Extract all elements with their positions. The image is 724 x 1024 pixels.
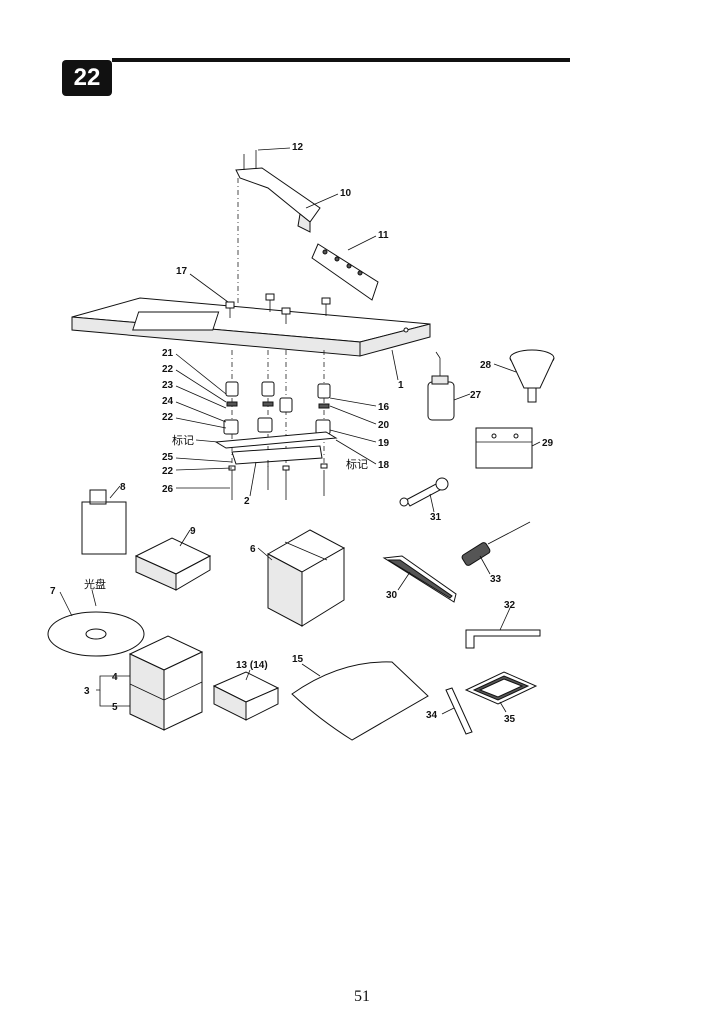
- callout-27: 27: [470, 390, 482, 401]
- callout-labels: 12 10 11 17 1 21 22 23 24 22 标记 25 22 26…: [50, 142, 554, 725]
- callout-9: 9: [190, 526, 196, 537]
- callout-23: 23: [162, 380, 174, 391]
- hex-key: [465, 629, 541, 649]
- accessory-bag: [475, 427, 533, 469]
- large-box: [266, 529, 346, 627]
- leader-lines: [59, 147, 541, 715]
- callout-17: 17: [176, 266, 188, 277]
- callout-10: 10: [340, 188, 352, 199]
- hinge-assembly: [214, 350, 338, 500]
- callout-25: 25: [162, 452, 174, 463]
- callout-4: 4: [112, 672, 118, 683]
- callout-3: 3: [84, 686, 90, 697]
- callout-18: 18: [378, 460, 390, 471]
- section-number-badge: 22: [62, 60, 112, 96]
- vinyl-sheet: [291, 661, 429, 741]
- callout-22b: 22: [162, 412, 174, 423]
- callout-7: 7: [50, 586, 56, 597]
- callout-26: 26: [162, 484, 174, 495]
- callout-22a: 22: [162, 364, 174, 375]
- callout-28: 28: [480, 360, 492, 371]
- callout-24: 24: [162, 396, 174, 407]
- table-bolts: [225, 293, 331, 324]
- callout-30: 30: [386, 590, 398, 601]
- cd-disc: [47, 611, 145, 657]
- callout-16: 16: [378, 402, 390, 413]
- oil-can: [81, 489, 127, 555]
- flat-box: [212, 671, 280, 721]
- callout-2: 2: [244, 496, 250, 507]
- callout-5: 5: [112, 702, 118, 713]
- disc-label: 光盘: [84, 577, 106, 591]
- mark-label-left: 标记: [172, 433, 194, 447]
- callout-15: 15: [292, 654, 304, 665]
- callout-35: 35: [504, 714, 516, 725]
- callout-32: 32: [504, 600, 516, 611]
- screwdriver: [461, 521, 531, 566]
- callout-22c: 22: [162, 466, 174, 477]
- callout-21: 21: [162, 348, 174, 359]
- callout-33: 33: [490, 574, 502, 585]
- callout-29: 29: [542, 438, 554, 449]
- callout-31: 31: [430, 512, 442, 523]
- callout-13-14: 13 (14): [236, 660, 268, 671]
- callout-34: 34: [426, 710, 438, 721]
- header-rule: [112, 58, 570, 62]
- callout-6: 6: [250, 544, 256, 555]
- cleaning-stick: [445, 687, 473, 735]
- frame-plate: [464, 671, 538, 705]
- callout-11: 11: [378, 230, 389, 241]
- page-number: 51: [354, 988, 370, 1005]
- table-top: [71, 297, 431, 357]
- funnel: [509, 349, 555, 403]
- small-box: [134, 537, 212, 591]
- callout-1: 1: [398, 380, 404, 391]
- wrench: [399, 477, 449, 507]
- callout-8: 8: [120, 482, 126, 493]
- stacked-boxes: [128, 635, 204, 731]
- oiler-bottle: [427, 351, 455, 421]
- callout-19: 19: [378, 438, 390, 449]
- callout-20: 20: [378, 420, 390, 431]
- knee-lifter-arm: [235, 150, 379, 306]
- belt-cover: [382, 555, 457, 603]
- mark-label-right: 标记: [346, 457, 368, 471]
- callout-12: 12: [292, 142, 304, 153]
